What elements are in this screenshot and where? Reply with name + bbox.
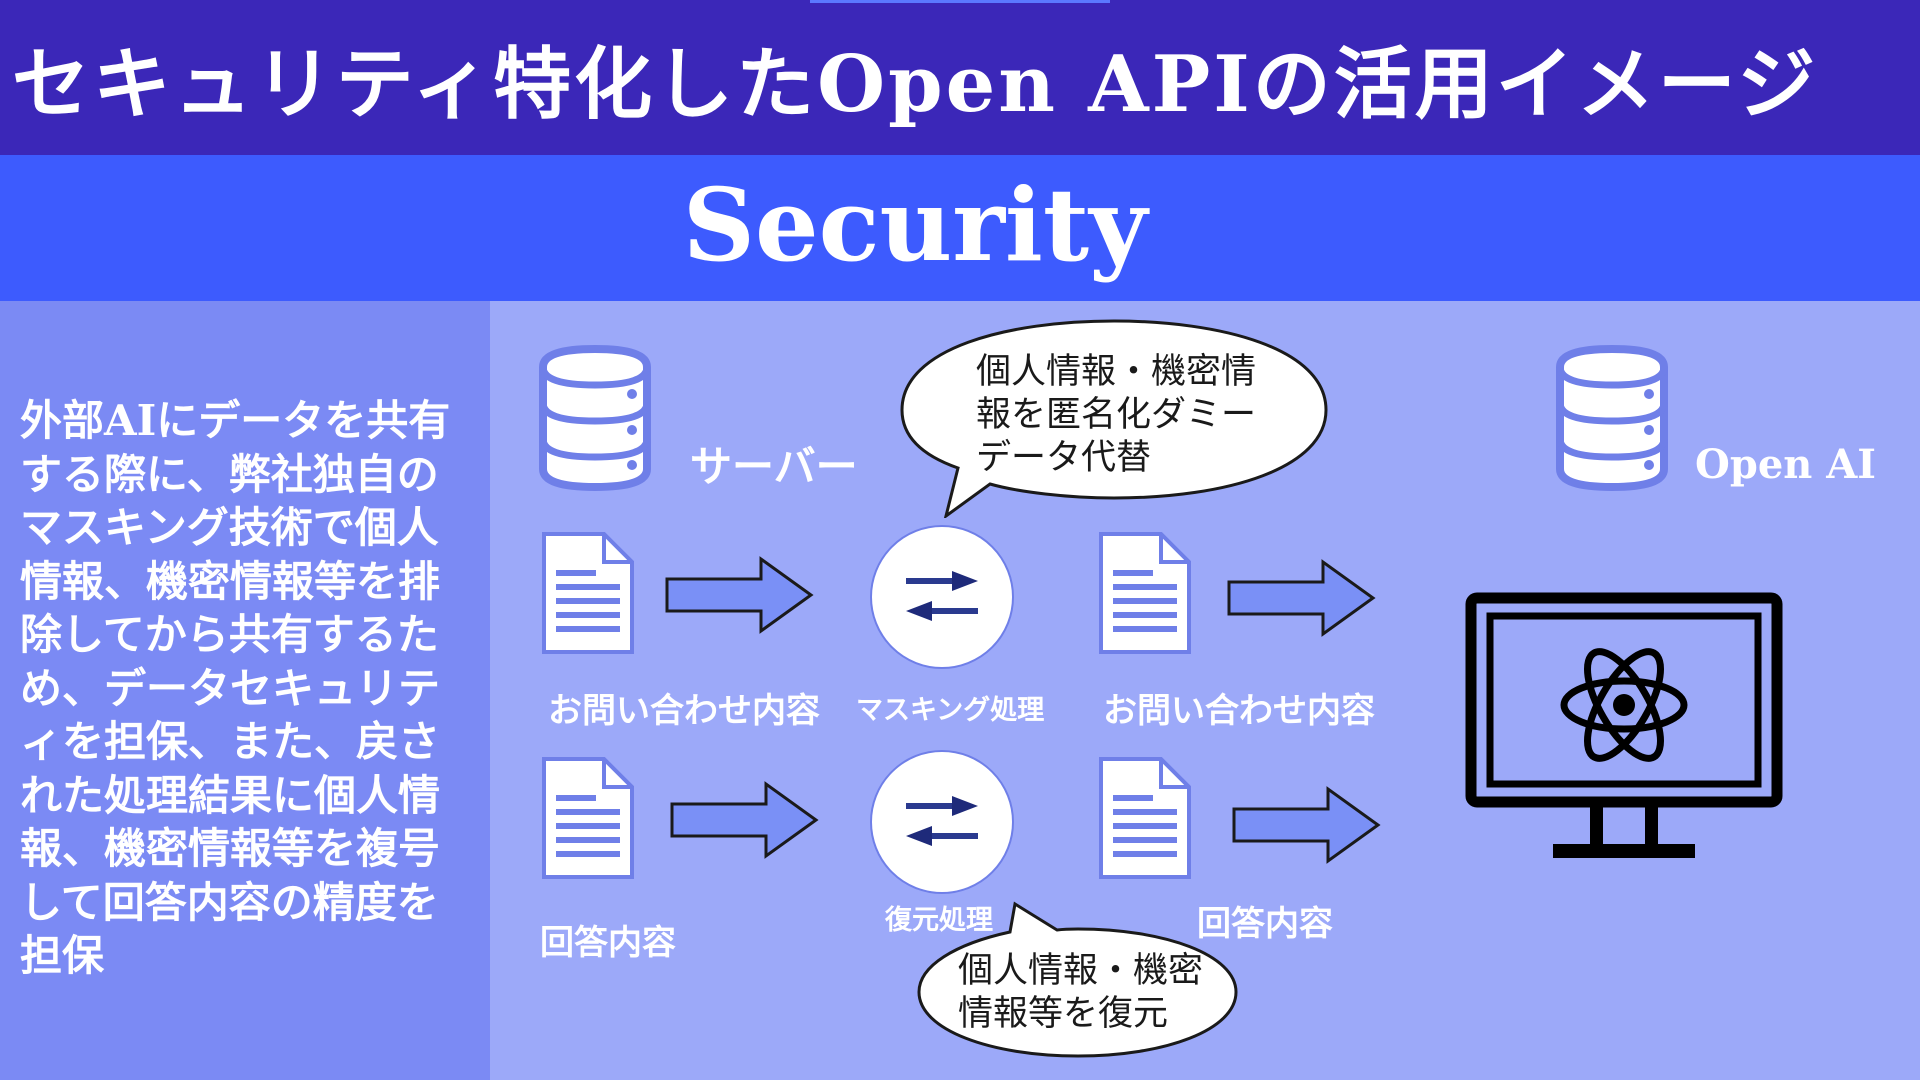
arrow-right-icon-row1-b bbox=[1227, 559, 1376, 637]
openai-database-icon bbox=[1556, 344, 1668, 492]
row1-output-label: お問い合わせ内容 bbox=[1103, 691, 1375, 731]
bubble-top-line-2: 報を匿名化ダミー bbox=[976, 395, 1257, 435]
document-icon-row2-output bbox=[1099, 757, 1191, 879]
document-icon-row1-input bbox=[542, 532, 634, 654]
page-subtitle: Security bbox=[682, 166, 1148, 284]
row1-process-label: マスキング処理 bbox=[856, 695, 1045, 726]
masking-process-circle bbox=[870, 525, 1014, 669]
subtitle-bar: Security bbox=[0, 155, 1920, 301]
description-text: 外部AIにデータを共有する際に、弊社独自のマスキング技術で個人情報、機密情報等を… bbox=[20, 396, 451, 980]
server-database-icon bbox=[539, 344, 651, 492]
title-bar: セキュリティ特化したOpen APIの活用イメージ bbox=[0, 0, 1920, 155]
bubble-top-line-3: データ代替 bbox=[976, 438, 1152, 478]
description-panel: 外部AIにデータを共有する際に、弊社独自のマスキング技術で個人情報、機密情報等を… bbox=[0, 301, 490, 1080]
arrow-right-icon-row2-a bbox=[670, 781, 819, 859]
document-icon-row1-output bbox=[1099, 532, 1191, 654]
bubble-bottom-line-1: 個人情報・機密 bbox=[958, 951, 1204, 991]
row2-input-label: 回答内容 bbox=[540, 923, 676, 963]
row2-process-label: 復元処理 bbox=[885, 905, 993, 936]
swap-arrows-icon bbox=[906, 571, 978, 621]
row2-output-label: 回答内容 bbox=[1197, 904, 1333, 944]
arrow-right-icon-row1-a bbox=[665, 556, 814, 634]
restore-process-circle bbox=[870, 750, 1014, 894]
server-label: サーバー bbox=[690, 442, 858, 491]
row1-input-label: お問い合わせ内容 bbox=[548, 691, 820, 731]
document-icon-row2-input bbox=[542, 757, 634, 879]
arrow-right-icon-row2-b bbox=[1232, 786, 1381, 864]
atom-icon bbox=[1560, 648, 1688, 762]
speech-bubble-bottom bbox=[917, 901, 1238, 1058]
page-title: セキュリティ特化したOpen APIの活用イメージ bbox=[11, 38, 1819, 130]
speech-bubble-top bbox=[900, 319, 1328, 518]
title-accent-line bbox=[810, 0, 1110, 3]
swap-arrows-icon bbox=[906, 796, 978, 846]
openai-label: Open AI bbox=[1695, 441, 1877, 488]
bubble-top-line-1: 個人情報・機密情 bbox=[976, 352, 1257, 392]
bubble-bottom-line-2: 情報等を復元 bbox=[958, 994, 1169, 1034]
ai-monitor-icon bbox=[1465, 592, 1783, 858]
